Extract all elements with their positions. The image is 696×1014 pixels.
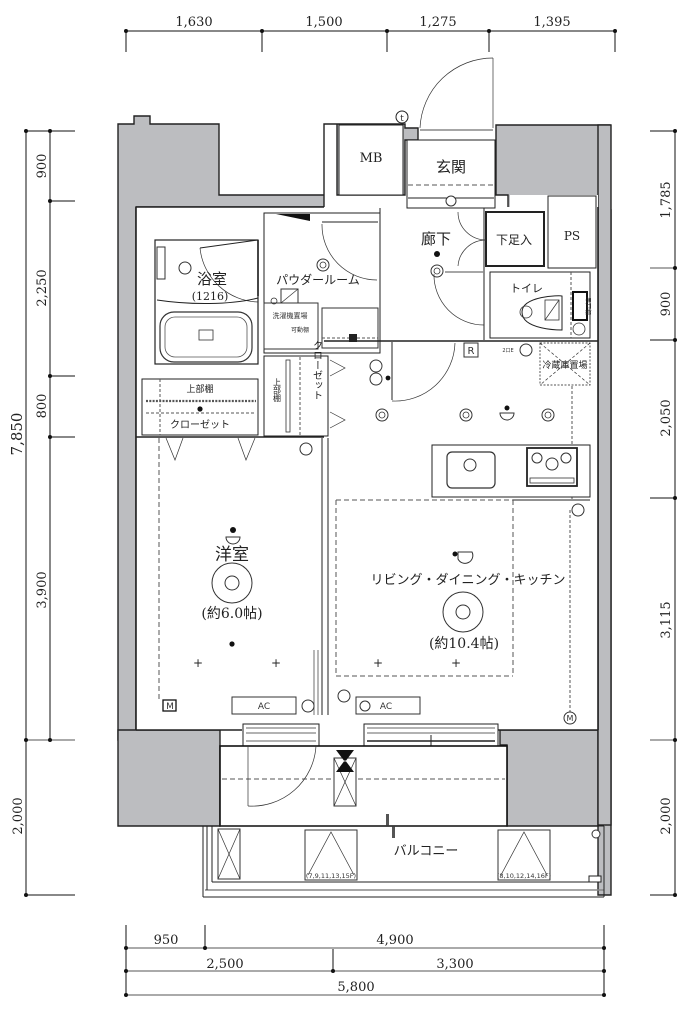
balcony: バルコニー (7,9,11,13,15F) (8,10,12,14,16F)	[202, 745, 605, 898]
room-label-powder-room: パウダールーム	[276, 272, 360, 287]
closet-middle: 上部棚 クローゼット	[263, 340, 346, 437]
balcony-note-left: (7,9,11,13,15F)	[306, 872, 356, 880]
kitchen-area: R 2口E 冷蔵庫置場	[299, 340, 598, 517]
upper-shelf-vertical-label: 上部棚	[273, 378, 282, 403]
dim-top-2: 1,500	[305, 15, 342, 30]
outlet-label: 2口E	[502, 348, 513, 354]
dim-left-2: 2,250	[35, 269, 50, 306]
toilet-room: トイレ 吊戸棚	[489, 271, 592, 339]
room-label-toilet: トイレ	[510, 282, 543, 295]
dim-left-4: 3,900	[35, 571, 50, 608]
dim-right-2: 900	[659, 292, 674, 317]
room-label-mb: MB	[360, 151, 383, 166]
dim-bottom-950: 950	[154, 933, 179, 948]
western-room-size: (約6.0帖)	[201, 606, 262, 622]
ldk-room: リビング・ダイニング・キッチン (約10.4帖) + + AC M	[335, 500, 577, 725]
room-label-shoe-closet: 下足入	[496, 233, 532, 247]
meter-icon: M	[166, 702, 174, 712]
downlight-icon: +	[451, 656, 461, 670]
downlight-icon: +	[373, 656, 383, 670]
hanging-cabinet-label: 吊戸棚	[584, 297, 592, 315]
entrance: t 玄関	[395, 57, 496, 209]
dim-left-total: 7,850	[8, 413, 26, 456]
dim-bottom-4900: 4,900	[376, 933, 413, 948]
room-label-entrance: 玄関	[436, 158, 466, 176]
dim-top-3: 1,275	[419, 15, 456, 30]
dim-right-1: 1,785	[659, 181, 674, 218]
dim-bottom-3300: 3,300	[436, 957, 473, 972]
room-label-western-room: 洋室	[215, 545, 249, 565]
room-label-bathroom: 浴室	[197, 270, 227, 288]
downlight-icon: +	[193, 656, 203, 670]
ceiling-light-icon	[445, 195, 457, 207]
western-room: 洋室 (約6.0帖) + + M AC	[158, 438, 329, 715]
room-label-ldk: リビング・ダイニング・キッチン	[370, 573, 565, 588]
left-dimension-line: 900 2,250 800 3,900 7,850 2,000	[8, 129, 75, 897]
fridge-label: 冷蔵庫置場	[542, 359, 587, 371]
router-icon: R	[468, 346, 475, 357]
bathroom: 浴室 (1216)	[154, 239, 259, 365]
dim-bottom-2500: 2,500	[206, 957, 243, 972]
meter-icon-ldk: M	[567, 714, 574, 723]
balcony-windows	[242, 723, 499, 747]
ac-unit-western: AC	[258, 702, 270, 712]
top-dimension-line: 1,630 1,500 1,275 1,395	[124, 15, 617, 52]
room-label-hallway: 廊下	[421, 230, 451, 248]
dim-left-3: 800	[35, 394, 50, 419]
upper-shelf-label: 上部棚	[186, 383, 213, 395]
bottom-dimension-line: 950 4,900 2,500 3,300 5,800	[124, 925, 606, 997]
dim-right-4: 3,115	[659, 601, 674, 638]
ac-unit-ldk: AC	[380, 702, 392, 712]
room-label-ps: PS	[564, 229, 580, 243]
dim-left-1: 900	[35, 154, 50, 179]
movable-shelf-label: 可動棚	[291, 326, 309, 334]
dim-top-4: 1,395	[533, 15, 570, 30]
dim-right-balcony: 2,000	[659, 797, 674, 834]
ps-area: PS	[547, 195, 597, 269]
tel-outlet-icon	[395, 110, 409, 124]
right-dimension-line: 1,785 900 2,050 3,115 2,000	[650, 129, 677, 897]
svg-text:t: t	[400, 114, 404, 124]
room-label-balcony: バルコニー	[394, 844, 459, 859]
closet-vertical-label: クローゼット	[311, 340, 323, 400]
ldk-size: (約10.4帖)	[429, 636, 499, 652]
dim-right-3: 2,050	[659, 399, 674, 436]
closet-label: クローゼット	[170, 419, 230, 431]
shoe-closet: 下足入	[457, 211, 545, 267]
closet-left: 上部棚 クローゼット	[136, 378, 324, 461]
dim-top-1: 1,630	[175, 15, 212, 30]
dim-bottom-total: 5,800	[337, 980, 374, 995]
balcony-note-right: (8,10,12,14,16F)	[497, 872, 551, 880]
bathroom-size: (1216)	[192, 290, 229, 303]
downlight-icon: +	[271, 656, 281, 670]
dim-left-balcony: 2,000	[11, 797, 26, 834]
laundry-label: 洗濯機置場	[273, 311, 308, 320]
